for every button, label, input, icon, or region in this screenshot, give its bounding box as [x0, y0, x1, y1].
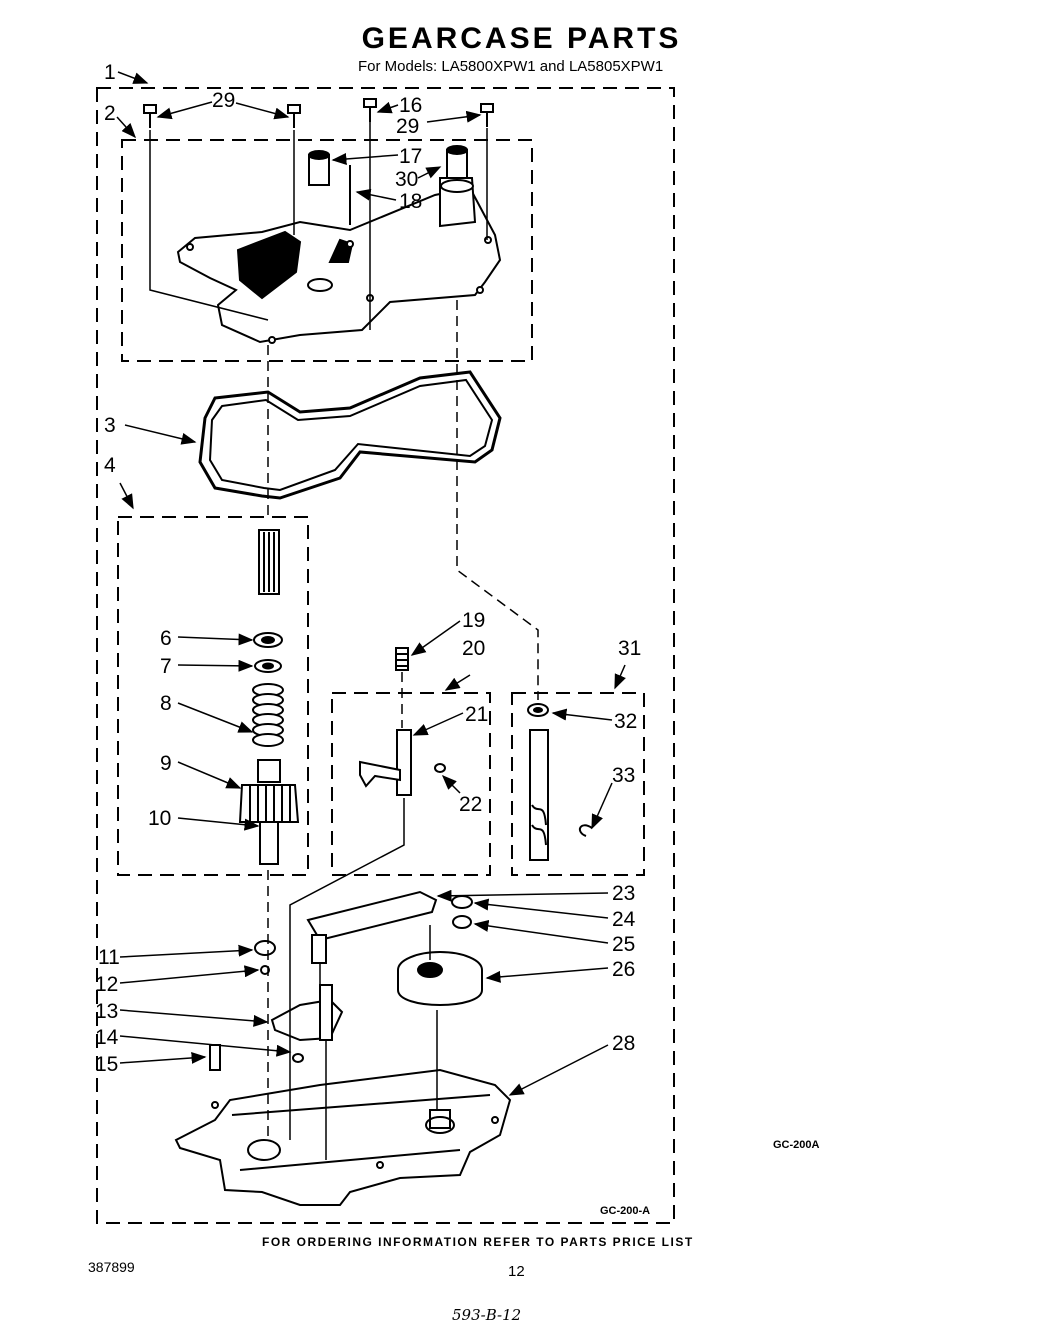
ordering-note: FOR ORDERING INFORMATION REFER TO PARTS …	[262, 1235, 694, 1249]
callout-7: 7	[160, 655, 172, 678]
callout-13: 13	[95, 1000, 118, 1023]
gearcase-base-details	[211, 1094, 499, 1171]
callout-25: 25	[612, 933, 635, 956]
cover-screws	[143, 98, 494, 128]
gasket-inner-edge	[208, 378, 494, 492]
callout-11: 11	[98, 946, 120, 969]
callout-2: 2	[104, 102, 116, 125]
outer-assembly-box	[96, 87, 675, 1224]
side-diagram-code: GC-200A	[773, 1139, 820, 1151]
callout-22: 22	[459, 793, 482, 816]
lower-drive-parts	[209, 890, 483, 1071]
callout-leaders	[116, 71, 626, 1096]
shifter-assembly	[359, 647, 446, 796]
assembly-lines	[149, 122, 488, 1160]
callout-29-left: 29	[212, 89, 235, 112]
callout-6: 6	[160, 627, 172, 650]
handwritten-reference: 593-B-12	[452, 1306, 522, 1324]
callout-10: 10	[148, 807, 171, 830]
page-title: GEARCASE PARTS	[361, 22, 682, 55]
inner-diagram-code: GC-200-A	[600, 1205, 651, 1217]
callout-3: 3	[104, 414, 116, 437]
callout-19: 19	[462, 609, 485, 632]
callout-4: 4	[104, 454, 116, 477]
callout-33: 33	[612, 764, 635, 787]
callout-18: 18	[399, 190, 422, 213]
pinion-assembly	[238, 529, 300, 865]
callout-numbers: 1 2 3 4 6 7 8 9 10 11 12 13 14 15 16 17 …	[95, 61, 641, 1076]
callout-21: 21	[465, 703, 488, 726]
callout-8: 8	[160, 692, 172, 715]
callout-24: 24	[612, 908, 636, 931]
gearcase-cover	[176, 177, 502, 344]
shaft-assembly	[527, 703, 593, 861]
callout-32: 32	[614, 710, 637, 733]
models-subtitle: For Models: LA5800XPW1 and LA5805XPW1	[358, 58, 664, 75]
callout-26: 26	[612, 958, 635, 981]
shifter-assembly-box	[331, 692, 491, 876]
callout-20: 20	[462, 637, 485, 660]
callout-16: 16	[399, 94, 422, 117]
callout-28: 28	[612, 1032, 635, 1055]
bushings-and-pin	[308, 145, 468, 225]
callout-30: 30	[395, 168, 418, 191]
gasket	[198, 370, 502, 500]
callout-17: 17	[399, 145, 422, 168]
callout-29-right: 29	[396, 115, 419, 138]
alignment-lines	[267, 300, 539, 1140]
callout-14: 14	[95, 1026, 119, 1049]
callout-31: 31	[618, 637, 641, 660]
callout-12: 12	[95, 973, 118, 996]
page-number: 12	[508, 1263, 525, 1280]
callout-15: 15	[95, 1053, 118, 1076]
callout-9: 9	[160, 752, 172, 775]
document-number: 387899	[88, 1259, 135, 1275]
shaft-assembly-box	[511, 692, 645, 876]
callout-23: 23	[612, 882, 635, 905]
cover-assembly-box	[121, 139, 533, 362]
callout-1: 1	[104, 61, 116, 84]
gearcase-base	[174, 1068, 512, 1206]
pinion-assembly-box	[117, 516, 309, 876]
